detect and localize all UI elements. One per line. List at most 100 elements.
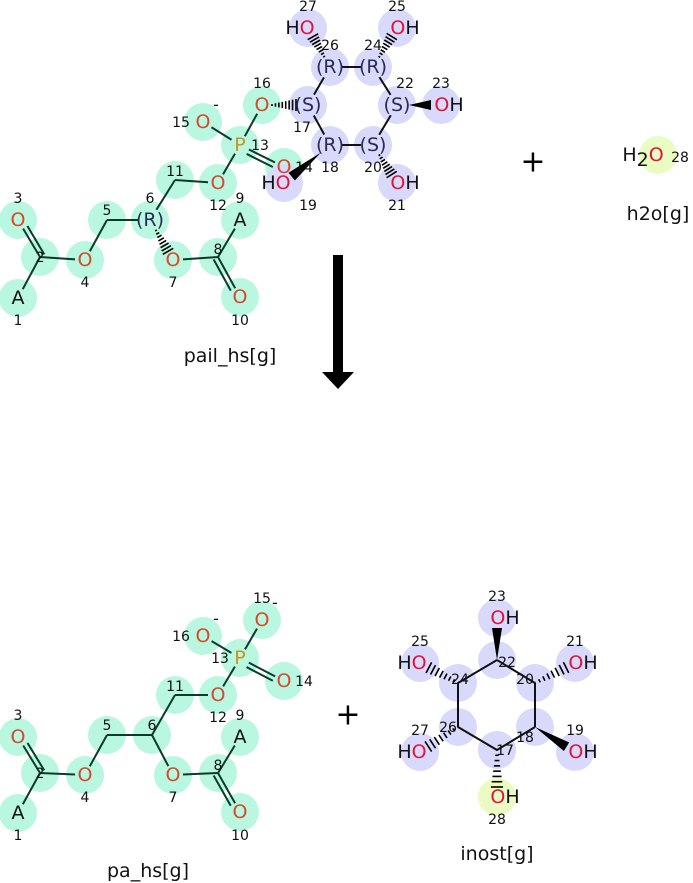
atom-number: 3 — [14, 191, 23, 207]
atom-number: 17 — [293, 120, 311, 136]
atom-pail-15: O-15 — [172, 95, 219, 133]
atom-number: 26 — [321, 38, 339, 54]
plus-sign-reactants: + — [520, 145, 545, 180]
atom-pa-4: O4 — [78, 764, 93, 806]
atom-label: OH — [490, 607, 519, 629]
atom-number: 12 — [209, 710, 227, 726]
atom-number: 16 — [253, 76, 271, 92]
atom-pail-1: A1 — [12, 287, 25, 329]
atom-number: 10 — [231, 828, 249, 844]
atom-highlight — [184, 103, 222, 141]
atom-number: 13 — [251, 138, 269, 154]
atom-label: O — [196, 625, 211, 647]
atom-label: (S) — [360, 134, 387, 156]
bond — [457, 659, 498, 684]
atom-pail-24: (R)24 — [359, 38, 387, 78]
atom-inost-24: 24 — [451, 672, 469, 688]
atom-pail-2: 2 — [36, 250, 45, 266]
bond — [217, 228, 236, 258]
bond — [246, 666, 274, 682]
atom-label: OH — [490, 786, 519, 808]
atom-pail-4: O4 — [78, 249, 93, 291]
atom-highlight — [184, 617, 222, 655]
atom-pa-1: A1 — [12, 802, 25, 844]
atom-highlight — [422, 86, 460, 124]
atom-pail-7: O7 — [166, 249, 181, 291]
atom-pa-6: 6 — [148, 718, 157, 734]
atom-label: HO — [261, 172, 290, 194]
atom-number: 12 — [209, 198, 227, 214]
bond — [243, 113, 259, 137]
atom-number: 8 — [214, 758, 223, 774]
bond — [244, 628, 258, 650]
atom-number: 18 — [321, 160, 339, 176]
atom-number: 27 — [299, 0, 317, 15]
atom-number: 21 — [388, 198, 406, 214]
atom-label: O — [78, 764, 93, 786]
atom-pa-3: O3 — [11, 708, 26, 748]
atom-number: 26 — [439, 720, 457, 736]
bond — [182, 256, 219, 261]
atom-inost-18: 18 — [516, 730, 534, 746]
atom-label: A — [234, 726, 247, 748]
atom-label: O — [211, 172, 226, 194]
atom-label: (R) — [316, 56, 344, 78]
atom-label: OH — [390, 17, 419, 39]
atom-label: A — [12, 802, 25, 824]
atom-number: 14 — [295, 160, 313, 176]
atom-number: 9 — [236, 191, 245, 207]
plus-sign-products: + — [335, 698, 360, 733]
bond — [155, 179, 176, 211]
atom-number: 4 — [81, 790, 90, 806]
atom-pail-10: O10 — [231, 286, 249, 329]
atom-number: 4 — [81, 275, 90, 291]
atom-number: 24 — [364, 38, 382, 54]
atom-pail-9: A9 — [234, 191, 247, 231]
bond — [457, 726, 498, 751]
atom-highlight — [378, 86, 416, 124]
atom-inost-21: OH 21 — [566, 634, 598, 674]
atom-number: 7 — [169, 790, 178, 806]
atom-number: 17 — [496, 743, 514, 759]
atom-highlight — [243, 601, 281, 639]
atom-number: 3 — [14, 708, 23, 724]
atom-highlight — [478, 778, 516, 816]
atom-highlight — [221, 718, 259, 756]
atom-number: 16 — [172, 629, 190, 645]
atom-label: (R) — [316, 134, 344, 156]
atom-highlight — [478, 599, 516, 637]
charge-label: - — [272, 593, 278, 612]
hash-bond — [378, 32, 398, 58]
atom-label: O — [196, 111, 211, 133]
atom-number: 21 — [566, 634, 584, 650]
atom-highlight — [354, 48, 392, 86]
atom-label: OH — [434, 94, 463, 116]
hash-bond — [271, 99, 297, 111]
atom-highlight — [0, 201, 37, 239]
bond — [26, 225, 46, 255]
wedge-bond — [535, 727, 570, 751]
bond — [248, 661, 276, 678]
atom-number: 28 — [488, 812, 506, 828]
atom-highlight — [354, 126, 392, 164]
atom-label: OH — [568, 652, 597, 674]
atom-number: 6 — [146, 191, 155, 207]
atom-label: (R) — [136, 209, 164, 231]
hash-bond — [154, 229, 174, 256]
bond — [378, 114, 392, 136]
atom-highlight — [221, 278, 259, 316]
atom-highlight — [221, 201, 259, 239]
bond — [210, 126, 233, 141]
atom-number: 13 — [211, 651, 229, 667]
hash-bond — [424, 725, 460, 752]
hash-bond — [307, 33, 326, 58]
atom-label: P — [234, 134, 245, 156]
bond — [21, 256, 41, 290]
